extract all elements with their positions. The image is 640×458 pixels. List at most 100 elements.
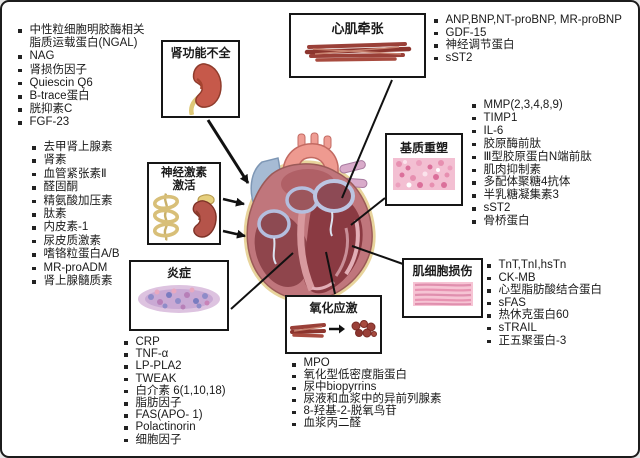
- list-item: 正五聚蛋白-3: [487, 335, 635, 348]
- list-item: B-trace蛋白: [18, 90, 152, 103]
- list-item-text: 胱抑素C: [29, 103, 73, 116]
- list-item: 氧化型低密度脂蛋白: [292, 369, 482, 382]
- list-item: 尿液和血浆中的异前列腺素: [292, 393, 482, 406]
- bullet-icon: [472, 142, 476, 147]
- bullet-icon: [472, 207, 476, 211]
- list-item: 胱抑素C: [18, 103, 152, 116]
- box-myocyte-injury: 肌细胞损伤: [402, 258, 483, 318]
- list-item: 肾损伤因子: [18, 64, 152, 77]
- list-item-text: LP-PLA2: [135, 360, 182, 373]
- list-item-text: Polactinorin: [135, 421, 196, 434]
- kidney-icon: [188, 63, 222, 116]
- bullet-icon: [472, 220, 476, 224]
- bullet-icon: [18, 55, 22, 59]
- list-item: 肽素: [32, 208, 177, 221]
- list-item-text: 骨桥蛋白: [483, 215, 530, 228]
- bullet-icon: [487, 314, 491, 318]
- list-item: sST2: [472, 202, 634, 215]
- list-item-text: sST2: [445, 51, 473, 64]
- list-item: FAS(APO- 1): [124, 409, 279, 421]
- list-item-text: 心型脂肪酸结合蛋白: [498, 284, 603, 297]
- list-item-text: 精氨酸加压素: [43, 194, 113, 207]
- list-item-text: Quiescin Q6: [29, 76, 93, 89]
- list-item-text: 去甲肾上腺素: [43, 141, 113, 153]
- list-item: 嗜铬粒蛋白A/B: [32, 248, 177, 261]
- bullet-icon: [124, 426, 128, 430]
- bullet-icon: [32, 280, 36, 284]
- bullet-icon: [292, 422, 296, 427]
- list-item: 骨桥蛋白: [472, 215, 634, 228]
- list-item-text: 醛固酮: [43, 181, 79, 194]
- list-item: LP-PLA2: [124, 360, 279, 372]
- list-item-text: 肾上腺髓质素: [43, 275, 113, 288]
- valve: [313, 179, 355, 213]
- kidney-adrenal-icon: [192, 194, 217, 238]
- list-item-text: MR-proADM: [43, 261, 108, 274]
- list-item-text: TIMP1: [483, 111, 518, 124]
- bullet-icon: [18, 81, 22, 86]
- list-item-text: 嗜铬粒蛋白A/B: [43, 248, 120, 261]
- fragmented-muscle-icon: [351, 320, 377, 338]
- list-item: TIMP1: [472, 112, 634, 125]
- bullet-icon: [292, 410, 296, 415]
- list-item: NAG: [18, 50, 152, 63]
- bullet-icon: [472, 104, 476, 108]
- list-item: IL-6: [472, 125, 634, 138]
- bullet-icon: [18, 68, 22, 73]
- bullet-icon: [487, 326, 491, 331]
- bullet-icon: [487, 289, 491, 293]
- nerve-coil-icon: [152, 193, 180, 241]
- muscle-bundle-icon: [289, 323, 326, 338]
- list-item-text: CK-MB: [498, 271, 536, 284]
- list-item: TWEAK: [124, 373, 279, 385]
- box-matrix-label: 基质重塑: [399, 141, 448, 155]
- list-item: MPO: [292, 357, 482, 370]
- bullet-icon: [32, 266, 36, 271]
- list-item: ANP,BNP,NT-proBNP, MR-proBNP: [434, 14, 634, 27]
- box-inflammation-label: 炎症: [166, 266, 191, 280]
- list-item: 脂肪因子: [124, 397, 279, 409]
- list-item-text: MMP(2,3,4,8,9): [483, 99, 563, 111]
- list-item: 尿皮质激素: [32, 235, 177, 248]
- list-item: sFAS: [487, 297, 635, 310]
- list-item: 中性粒细胞明胶酶相关脂质运载蛋白(NGAL): [18, 24, 152, 50]
- bullet-icon: [472, 129, 476, 134]
- box-oxidative-stress: 氧化应激: [285, 295, 382, 354]
- inflammation-histology-icon: [138, 285, 220, 313]
- list-item-text: sST2: [483, 202, 511, 215]
- box-neurohormone-activation: 神经激素 激活: [147, 162, 221, 245]
- box-inflammation: 炎症: [129, 260, 229, 331]
- bullet-icon: [32, 172, 36, 177]
- bullet-icon: [32, 253, 36, 257]
- list-item: MMP(2,3,4,8,9): [472, 99, 634, 112]
- bullet-icon: [124, 377, 128, 382]
- box-oxidative-label: 氧化应激: [309, 301, 358, 315]
- list-item: 血管紧张素Ⅱ: [32, 168, 177, 181]
- box-renal-dysfunction: 肾功能不全: [161, 40, 240, 118]
- bullet-icon: [292, 398, 296, 403]
- list-item: 血浆丙二醛: [292, 417, 482, 430]
- bullet-icon: [472, 168, 476, 173]
- bullet-icon: [32, 226, 36, 230]
- bullet-icon: [124, 402, 128, 406]
- list-item: 半乳糖凝集素3: [472, 189, 634, 202]
- list-item: 去甲肾上腺素: [32, 141, 177, 154]
- list-item: TNF-α: [124, 348, 279, 360]
- list-item: TnT,TnI,hsTn: [487, 259, 635, 272]
- list-item-text: 胶原酶前肽: [483, 137, 542, 150]
- list-item-text: 肽素: [43, 208, 67, 221]
- list-item-text: CRP: [135, 336, 160, 348]
- stretched-muscle-fibers-icon: [304, 42, 411, 62]
- list-item: Polactinorin: [124, 421, 279, 433]
- list-item: Quiescin Q6: [18, 77, 152, 90]
- list-item-text: 8-羟基-2-脱氧鸟苷: [303, 404, 397, 417]
- list-item-text: 正五聚蛋白-3: [498, 334, 567, 347]
- list-item-text: NAG: [29, 50, 55, 63]
- bullet-icon: [18, 95, 22, 99]
- list-item: 心型脂肪酸结合蛋白: [487, 284, 635, 297]
